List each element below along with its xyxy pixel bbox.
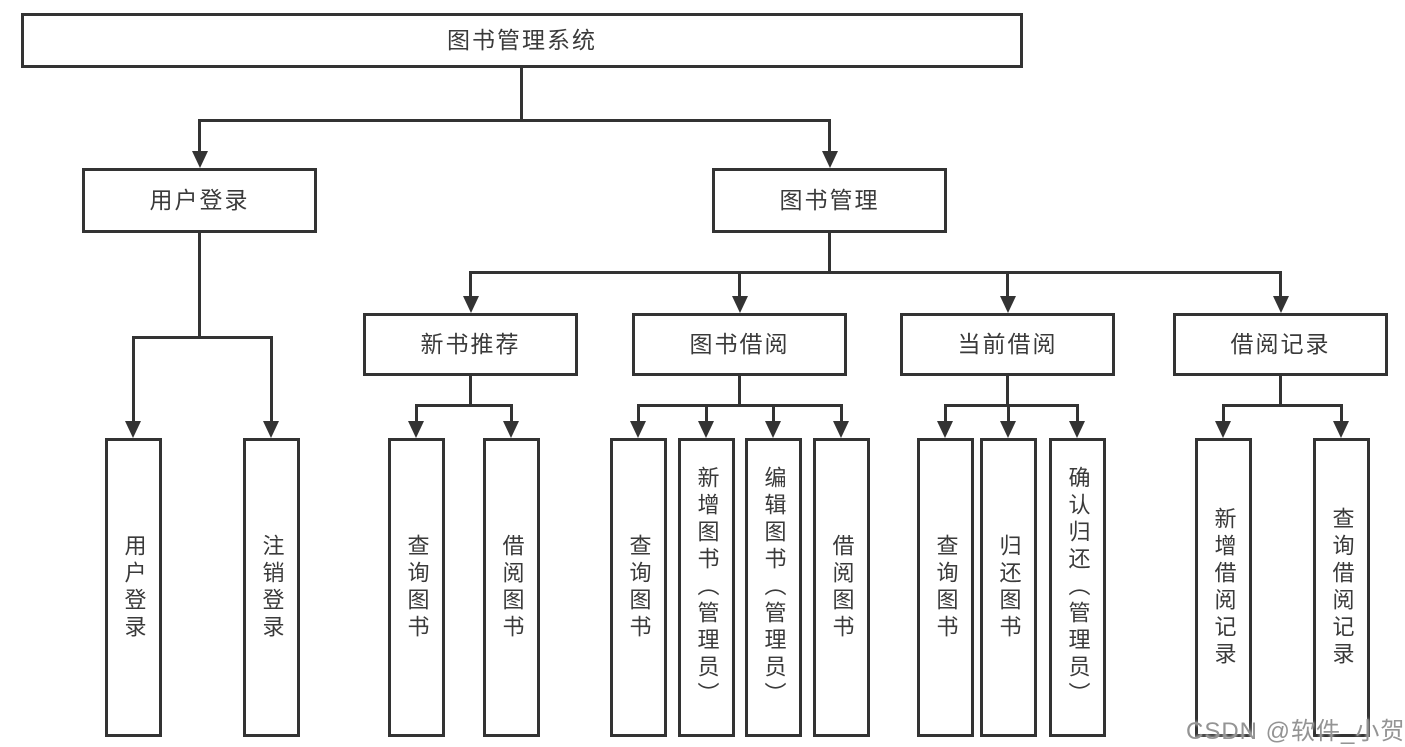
arrow-down-icon xyxy=(263,421,279,438)
leaf-query-borrow-record: 查询借阅记录 xyxy=(1313,438,1370,737)
connector-root-branch xyxy=(198,119,831,122)
connector-line xyxy=(415,407,418,421)
connector-line xyxy=(469,274,472,297)
arrow-down-icon xyxy=(698,421,714,438)
arrow-down-icon xyxy=(1000,421,1016,438)
leaf-query-books-borrowing: 查询图书 xyxy=(610,438,667,737)
arrow-down-icon xyxy=(630,421,646,438)
leaf-edit-book-admin: 编辑图书（管理员） xyxy=(745,438,802,737)
connector-branch xyxy=(944,404,1079,407)
leaf-logout: 注销登录 xyxy=(243,438,300,737)
connector-line xyxy=(510,407,513,421)
arrow-down-icon xyxy=(1000,296,1016,313)
leaf-confirm-return-admin: 确认归还（管理员） xyxy=(1049,438,1106,737)
connector-line xyxy=(637,407,640,421)
connector-line xyxy=(772,407,775,421)
connector-line xyxy=(132,339,135,421)
connector-line xyxy=(1340,407,1343,421)
connector-branch xyxy=(1222,404,1343,407)
arrow-down-icon xyxy=(1069,421,1085,438)
node-book-borrowing: 图书借阅 xyxy=(632,313,847,376)
connector-root-stem xyxy=(520,68,523,121)
connector-book-management-stem xyxy=(828,233,831,274)
node-user-login: 用户登录 xyxy=(82,168,317,233)
node-root: 图书管理系统 xyxy=(21,13,1023,68)
arrow-down-icon xyxy=(1215,421,1231,438)
arrow-down-icon xyxy=(408,421,424,438)
connector-branch xyxy=(637,404,843,407)
connector-line xyxy=(198,122,201,152)
connector-line xyxy=(840,407,843,421)
connector-line xyxy=(1076,407,1079,421)
node-borrowing-records: 借阅记录 xyxy=(1173,313,1388,376)
leaf-borrow-books: 借阅图书 xyxy=(813,438,870,737)
connector-stem xyxy=(1279,376,1282,407)
arrow-down-icon xyxy=(732,296,748,313)
leaf-query-books-current: 查询图书 xyxy=(917,438,974,737)
connector-user-login-stem xyxy=(198,233,201,339)
connector-line xyxy=(1222,407,1225,421)
connector-stem xyxy=(738,376,741,407)
leaf-query-books-recommend: 查询图书 xyxy=(388,438,445,737)
connector-line xyxy=(270,339,273,421)
connector-user-login-branch xyxy=(132,336,273,339)
arrow-down-icon xyxy=(192,151,208,168)
leaf-return-book: 归还图书 xyxy=(980,438,1037,737)
connector-line xyxy=(738,274,741,297)
arrow-down-icon xyxy=(937,421,953,438)
connector-line xyxy=(944,407,947,421)
leaf-user-login: 用户登录 xyxy=(105,438,162,737)
arrow-down-icon xyxy=(503,421,519,438)
arrow-down-icon xyxy=(822,151,838,168)
connector-line xyxy=(828,122,831,152)
arrow-down-icon xyxy=(833,421,849,438)
node-new-book-recommendation: 新书推荐 xyxy=(363,313,578,376)
leaf-borrow-books-recommend: 借阅图书 xyxy=(483,438,540,737)
connector-line xyxy=(1006,274,1009,297)
connector-line xyxy=(705,407,708,421)
arrow-down-icon xyxy=(463,296,479,313)
leaf-add-borrow-record: 新增借阅记录 xyxy=(1195,438,1252,737)
watermark: CSDN @软件_小贺同学 xyxy=(1186,718,1405,745)
leaf-add-book-admin: 新增图书（管理员） xyxy=(678,438,735,737)
connector-line xyxy=(1007,407,1010,421)
node-current-borrowing: 当前借阅 xyxy=(900,313,1115,376)
connector-stem xyxy=(469,376,472,407)
arrow-down-icon xyxy=(1273,296,1289,313)
connector-line xyxy=(1279,274,1282,297)
arrow-down-icon xyxy=(765,421,781,438)
connector-branch xyxy=(415,404,513,407)
arrow-down-icon xyxy=(1333,421,1349,438)
connector-book-management-branch xyxy=(469,271,1282,274)
node-book-management: 图书管理 xyxy=(712,168,947,233)
arrow-down-icon xyxy=(125,421,141,438)
connector-stem xyxy=(1006,376,1009,407)
